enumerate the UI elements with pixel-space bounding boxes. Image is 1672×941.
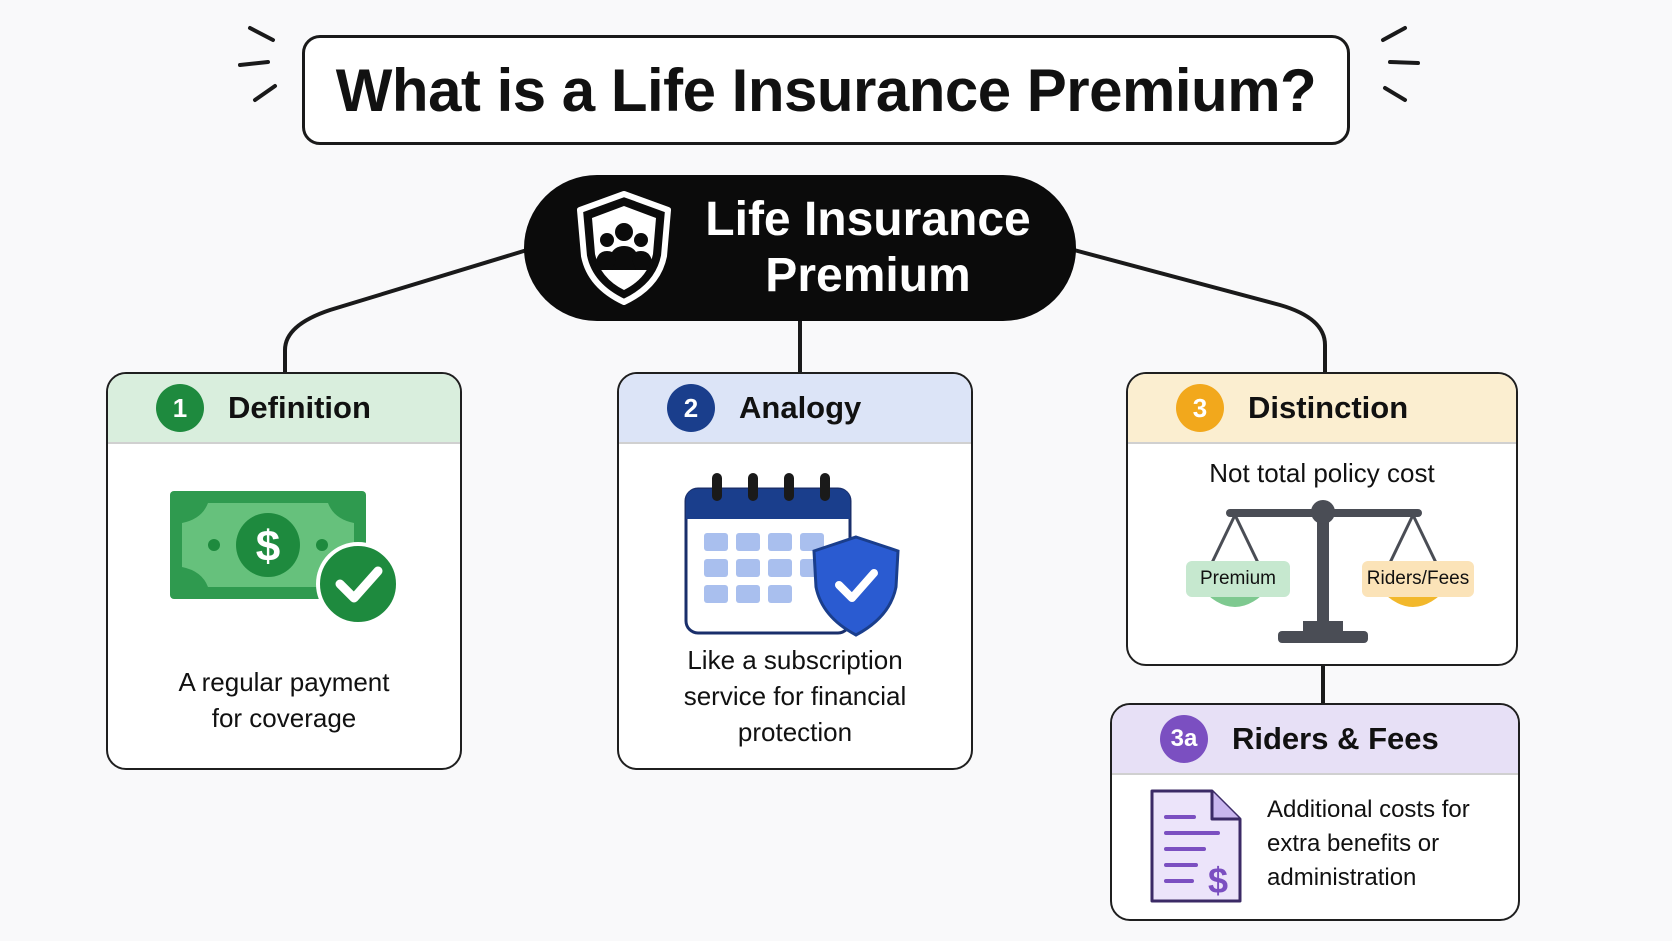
analogy-description-line3: protection: [737, 717, 853, 747]
analogy-card: 2 Analogy Like a subscription service fo…: [617, 372, 973, 770]
page-title: What is a Life Insurance Premium?: [335, 56, 1317, 124]
distinction-subtitle: Not total policy cost: [1209, 458, 1435, 488]
svg-text:$: $: [256, 522, 280, 571]
definition-title: Definition: [228, 390, 371, 425]
scale-label-premium: Premium: [1199, 568, 1276, 589]
riders-fees-card: 3a Riders & Fees $ Additional costs for …: [1110, 703, 1520, 921]
riders-fees-description-line1: Additional costs for: [1267, 796, 1470, 823]
definition-card-header: 1 Definition: [108, 374, 460, 444]
analogy-description: Like a subscription service for financia…: [619, 642, 971, 750]
riders-fees-description: Additional costs for extra benefits or a…: [1267, 793, 1470, 895]
scale-label-riders-fees: Riders/Fees: [1366, 568, 1470, 589]
definition-description-line2: for coverage: [211, 703, 357, 733]
riders-fees-title: Riders & Fees: [1232, 721, 1439, 756]
title-box: What is a Life Insurance Premium?: [302, 35, 1350, 145]
analogy-description-line2: service for financial: [683, 681, 907, 711]
step-badge-3a: 3a: [1160, 715, 1208, 763]
analogy-title: Analogy: [739, 390, 862, 425]
central-node-line1: Life Insurance: [705, 193, 1031, 246]
riders-fees-description-line2: extra benefits or: [1267, 830, 1440, 857]
step-badge-3: 3: [1176, 384, 1224, 432]
calendar-shield-icon: [684, 473, 900, 637]
central-node-line2: Premium: [765, 249, 971, 302]
shield-people-icon: [577, 191, 671, 305]
riders-fees-card-header: 3a Riders & Fees: [1112, 705, 1518, 775]
step-badge-1: 1: [156, 384, 204, 432]
central-node: Life Insurance Premium: [524, 175, 1076, 321]
analogy-description-line1: Like a subscription: [687, 645, 903, 675]
step-badge-2: 2: [667, 384, 715, 432]
money-check-icon: $: [170, 491, 398, 626]
analogy-card-header: 2 Analogy: [619, 374, 971, 444]
document-dollar-icon: $: [1150, 789, 1242, 903]
definition-card: 1 Definition $ A regular payment for cov…: [106, 372, 462, 770]
definition-description: A regular payment for coverage: [108, 664, 460, 736]
balance-scale-icon: [1186, 500, 1474, 643]
distinction-card: 3 Distinction Not total policy cost Prem…: [1126, 372, 1518, 666]
svg-text:$: $: [1208, 860, 1228, 901]
distinction-title: Distinction: [1248, 390, 1409, 425]
central-node-label: Life Insurance Premium: [698, 192, 1038, 304]
definition-description-line1: A regular payment: [178, 667, 390, 697]
riders-fees-description-line3: administration: [1267, 864, 1417, 891]
distinction-card-header: 3 Distinction: [1128, 374, 1516, 444]
